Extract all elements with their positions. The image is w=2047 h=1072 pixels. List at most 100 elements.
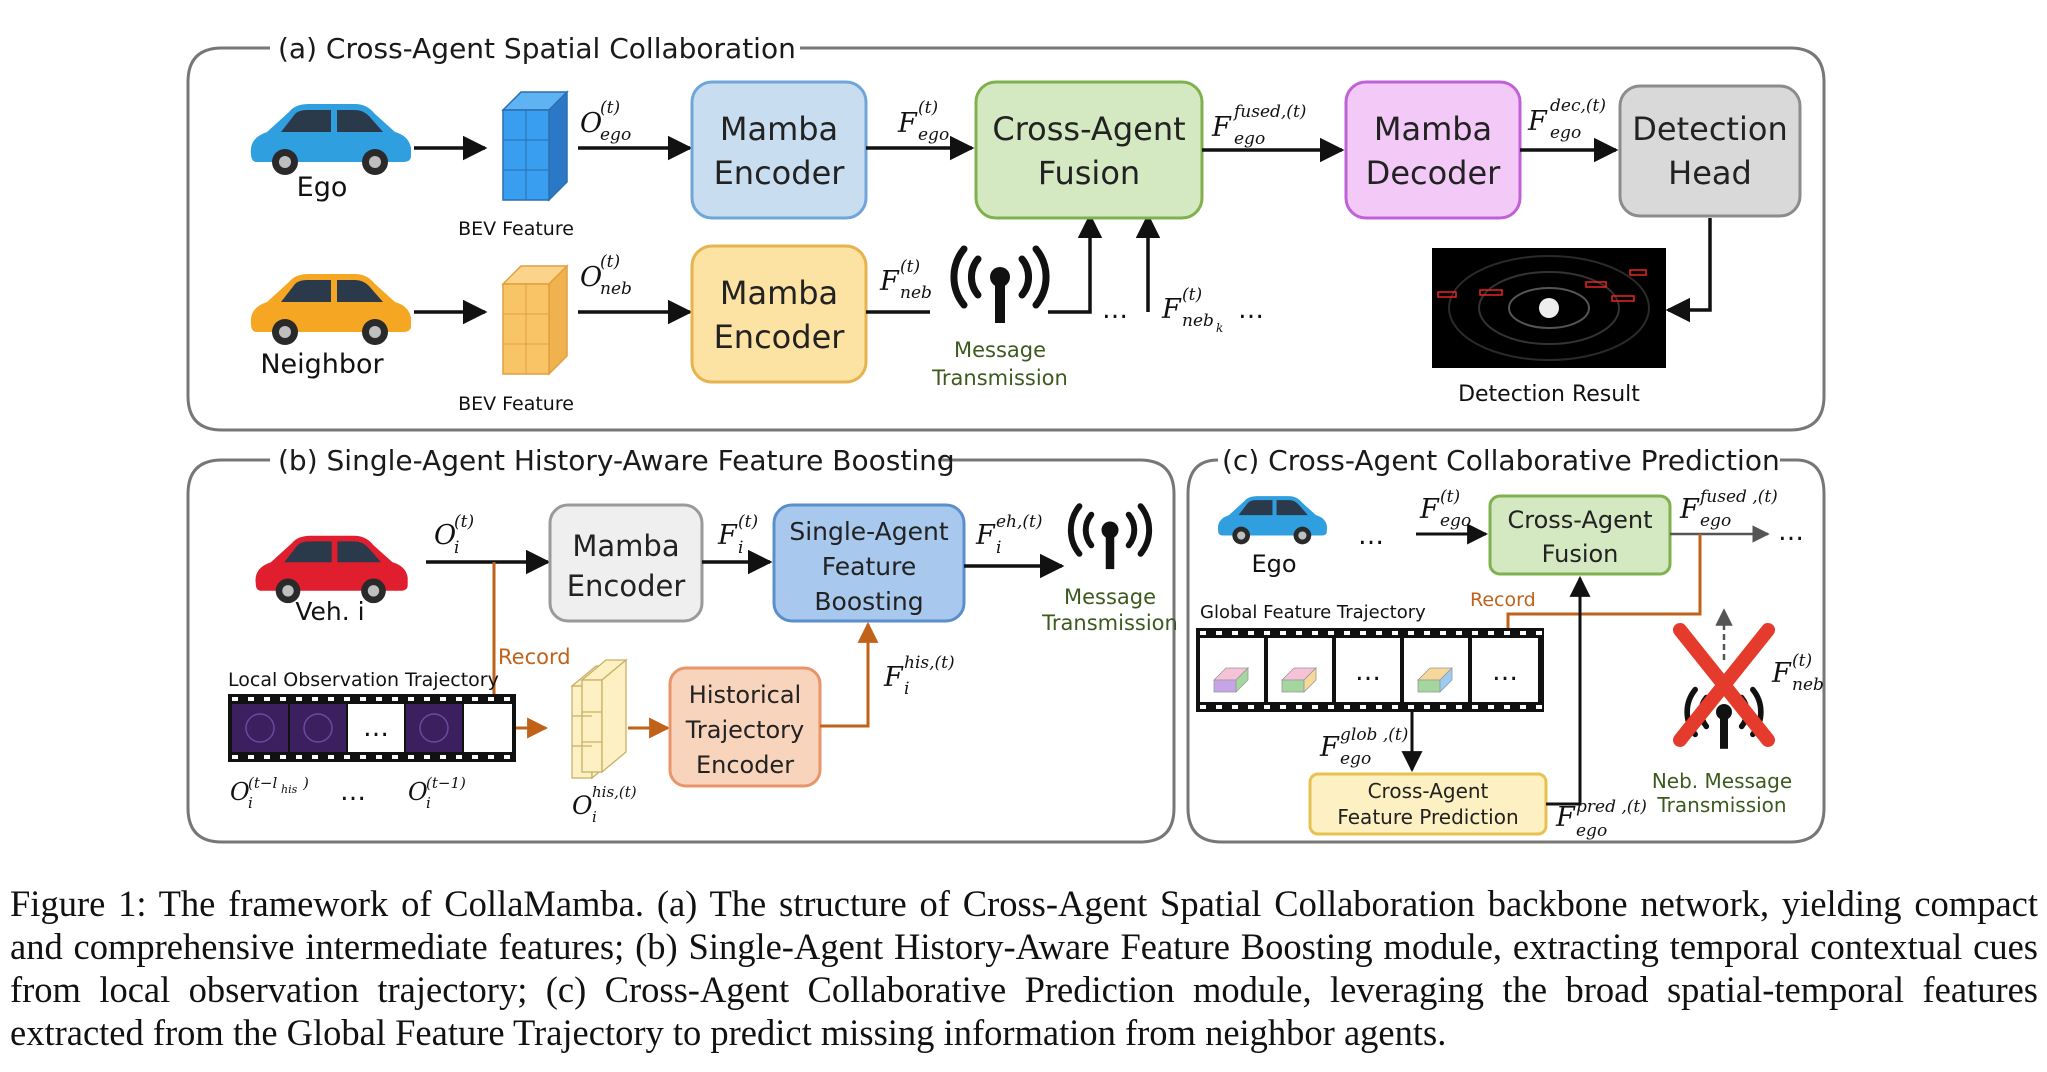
svg-text:F: F bbox=[879, 266, 900, 297]
svg-text:O: O bbox=[408, 778, 428, 806]
svg-text:ego: ego bbox=[1440, 511, 1471, 531]
local-observation-film-strip: … bbox=[228, 694, 516, 762]
detection-head-box bbox=[1618, 84, 1802, 218]
svg-text:fused,(t): fused,(t) bbox=[1232, 102, 1306, 122]
svg-text:ego: ego bbox=[1234, 129, 1265, 149]
svg-text:F: F bbox=[717, 520, 738, 551]
svg-text:ego: ego bbox=[1550, 123, 1581, 143]
neighbor-ellipsis-2: … bbox=[1238, 295, 1264, 325]
historical-trajectory-encoder-line2: Trajectory bbox=[685, 716, 805, 744]
fusion-c-ellipsis: … bbox=[1778, 517, 1804, 547]
message-transmission-b-line1: Message bbox=[1064, 585, 1156, 609]
f-ego-dec-symbol: F dec,(t) ego bbox=[1527, 96, 1606, 143]
feature-boosting-box bbox=[772, 503, 966, 623]
cross-agent-fusion-c-line2: Fusion bbox=[1542, 540, 1619, 568]
record-b-label: Record bbox=[498, 645, 571, 669]
cross-agent-fusion-c-line1: Cross-Agent bbox=[1508, 506, 1653, 534]
f-neb-symbol: F (t) neb bbox=[879, 257, 932, 303]
svg-text:(t): (t) bbox=[600, 98, 620, 118]
f-nebk-symbol: F (t) neb k bbox=[1161, 285, 1223, 335]
svg-text:i: i bbox=[904, 679, 909, 699]
o-ego-symbol: O (t) ego bbox=[580, 98, 631, 145]
svg-text:F: F bbox=[1555, 802, 1576, 833]
feature-boosting-line1: Single-Agent bbox=[789, 517, 949, 546]
svg-text:k: k bbox=[1216, 321, 1223, 335]
ego-car-c-icon bbox=[1217, 496, 1327, 545]
message-transmission-b-line2: Transmission bbox=[1041, 611, 1178, 635]
f-ego-pred-symbol: F pred ,(t) ego bbox=[1555, 797, 1647, 841]
svg-text:neb: neb bbox=[1792, 675, 1824, 695]
ego-c-label: Ego bbox=[1251, 550, 1296, 578]
mamba-encoder-neb-box bbox=[690, 244, 868, 384]
message-transmission-b-antenna-icon bbox=[1071, 506, 1149, 569]
local-trajectory-ellipsis: … bbox=[340, 777, 366, 807]
panel-c: (c) Cross-Agent Collaborative Prediction… bbox=[1186, 444, 1826, 844]
svg-text:i: i bbox=[248, 794, 253, 812]
svg-text:O: O bbox=[434, 520, 456, 551]
neb-message-line1: Neb. Message bbox=[1652, 769, 1792, 793]
vehicle-i-label: Veh. i bbox=[295, 597, 364, 626]
t-i-his-symbol: O his,(t) i bbox=[572, 783, 637, 826]
svg-text:F: F bbox=[1679, 494, 1700, 525]
svg-text:): ) bbox=[302, 774, 309, 792]
record-c-label: Record bbox=[1470, 589, 1536, 611]
svg-text:(t): (t) bbox=[900, 257, 920, 277]
ego-c-ellipsis: … bbox=[1358, 521, 1384, 551]
svg-text:F: F bbox=[1211, 112, 1232, 143]
svg-text:pred ,(t): pred ,(t) bbox=[1576, 797, 1647, 817]
bev-feature-ego-icon bbox=[501, 90, 569, 202]
svg-text:his,(t): his,(t) bbox=[904, 653, 955, 673]
local-observation-trajectory-label: Local Observation Trajectory bbox=[228, 669, 499, 691]
mamba-encoder-b-box bbox=[548, 503, 704, 623]
neighbor-ellipsis-1: … bbox=[1102, 295, 1128, 325]
svg-text:(t): (t) bbox=[918, 98, 938, 118]
vehicle-i-car-icon bbox=[255, 535, 408, 604]
f-ego-fused-symbol: F fused,(t) ego bbox=[1211, 102, 1306, 149]
f-i-his-symbol: F his,(t) i bbox=[883, 653, 955, 699]
mamba-decoder-box bbox=[1344, 80, 1522, 220]
svg-text:i: i bbox=[738, 538, 743, 558]
svg-text:neb: neb bbox=[900, 283, 932, 303]
panel-b-title: (b) Single-Agent History-Aware Feature B… bbox=[278, 444, 955, 477]
svg-text:(t−l: (t−l bbox=[248, 774, 277, 792]
svg-text:F: F bbox=[1161, 294, 1182, 325]
message-transmission-line2: Transmission bbox=[931, 366, 1068, 390]
mamba-encoder-b-line1: Mamba bbox=[572, 529, 679, 563]
bev-feature-ego-label: BEV Feature bbox=[458, 218, 574, 240]
bev-feature-neighbor-label: BEV Feature bbox=[458, 393, 574, 415]
svg-text:F: F bbox=[975, 520, 996, 551]
f-ego-c-symbol: F (t) ego bbox=[1419, 487, 1471, 531]
svg-text:F: F bbox=[1527, 106, 1548, 137]
o-i-t-lhis-symbol: O (t−l his ) i bbox=[230, 774, 309, 812]
detection-result-image bbox=[1432, 248, 1666, 368]
o-i-t-minus-1-symbol: O (t−1) i bbox=[408, 774, 466, 812]
svg-text:his,(t): his,(t) bbox=[592, 783, 637, 801]
f-neb-c-symbol: F (t) neb bbox=[1771, 651, 1824, 695]
svg-text:eh,(t): eh,(t) bbox=[996, 512, 1043, 532]
global-feature-trajectory-label: Global Feature Trajectory bbox=[1200, 602, 1426, 623]
ego-label: Ego bbox=[297, 172, 348, 203]
message-transmission-antenna-icon bbox=[954, 249, 1046, 323]
svg-text:O: O bbox=[580, 108, 602, 139]
svg-text:fused ,(t): fused ,(t) bbox=[1698, 487, 1778, 507]
mamba-encoder-b-line2: Encoder bbox=[567, 569, 686, 603]
neb-message-line2: Transmission bbox=[1656, 793, 1786, 817]
blocked-cross-icon bbox=[1673, 623, 1775, 747]
panel-c-title: (c) Cross-Agent Collaborative Prediction bbox=[1222, 444, 1780, 477]
f-ego-symbol: F (t) ego bbox=[897, 98, 949, 145]
svg-text:(t): (t) bbox=[1792, 651, 1812, 671]
svg-text:neb: neb bbox=[1182, 311, 1214, 331]
svg-text:his: his bbox=[281, 783, 298, 796]
message-transmission-line1: Message bbox=[954, 338, 1046, 362]
mamba-decoder-line1: Mamba bbox=[1374, 110, 1492, 148]
feature-prediction-line2: Feature Prediction bbox=[1337, 805, 1518, 829]
svg-text:(t−1): (t−1) bbox=[426, 774, 466, 792]
svg-text:…: … bbox=[363, 713, 389, 743]
mamba-encoder-neb-line2: Encoder bbox=[714, 318, 846, 356]
panel-b: (b) Single-Agent History-Aware Feature B… bbox=[186, 444, 1178, 844]
svg-text:(t): (t) bbox=[600, 252, 620, 272]
svg-text:dec,(t): dec,(t) bbox=[1550, 96, 1606, 116]
cross-agent-fusion-line1: Cross-Agent bbox=[992, 110, 1185, 148]
svg-text:glob ,(t): glob ,(t) bbox=[1340, 725, 1408, 745]
mamba-encoder-ego-line1: Mamba bbox=[720, 110, 838, 148]
